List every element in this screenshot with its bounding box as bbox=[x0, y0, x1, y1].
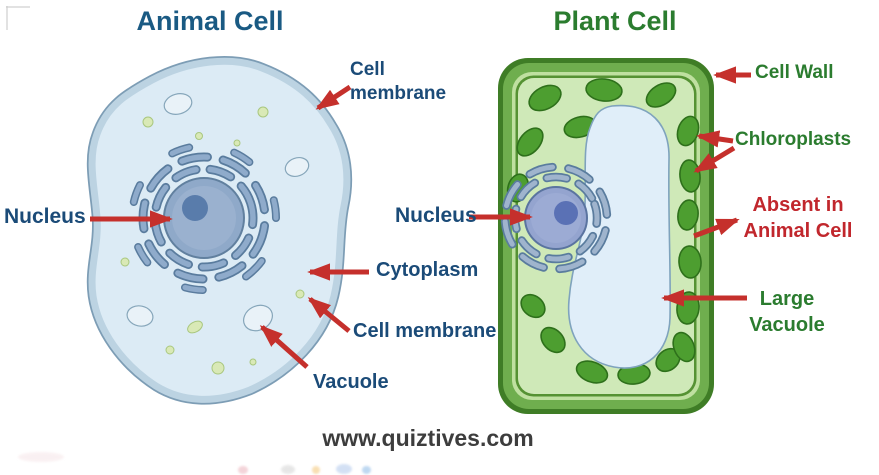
label-large-vacuole: Large Vacuole bbox=[737, 286, 837, 338]
plant-cell-drawing bbox=[498, 58, 714, 414]
plant-nucleus bbox=[524, 186, 588, 250]
label-nucleus-animal: Nucleus bbox=[4, 205, 86, 228]
label-cell-membrane-top-line2: membrane bbox=[350, 83, 447, 104]
label-cell-membrane-bottom: Cell membrane bbox=[353, 320, 497, 342]
arrow-chloroplast-1 bbox=[696, 130, 734, 148]
arrow-vacuole bbox=[259, 325, 309, 369]
label-chloroplasts: Chloroplasts bbox=[735, 129, 852, 150]
plant-endoplasmic-reticulum bbox=[500, 162, 612, 274]
plant-large-vacuole bbox=[567, 104, 672, 369]
pointer-arrows bbox=[90, 66, 751, 369]
animal-cell-drawing bbox=[86, 56, 353, 405]
label-cytoplasm: Cytoplasm bbox=[376, 259, 479, 281]
arrow-cell-membrane-bottom bbox=[307, 297, 351, 333]
animal-nucleus bbox=[163, 177, 245, 259]
label-nucleus-plant: Nucleus bbox=[395, 204, 477, 227]
arrow-cell-membrane-top bbox=[315, 84, 352, 111]
arrow-chloroplast-2 bbox=[693, 145, 736, 174]
label-absent-in-animal-cell: Absent in Animal Cell bbox=[738, 192, 858, 244]
label-large-vacuole-line1: Large bbox=[759, 288, 815, 310]
animal-cell-title: Animal Cell bbox=[136, 6, 284, 36]
crop-corner-mark-h bbox=[6, 6, 30, 8]
animal-endoplasmic-reticulum bbox=[128, 142, 280, 294]
animal-vesicles bbox=[126, 93, 310, 332]
website-text: www.quiztives.com bbox=[322, 425, 534, 451]
animal-nucleolus bbox=[182, 195, 208, 221]
label-cell-membrane-top: Cell membrane bbox=[350, 58, 446, 106]
label-absent-line1: Absent in bbox=[752, 194, 844, 216]
plant-nucleolus bbox=[554, 201, 578, 225]
label-large-vacuole-line2: Vacuole bbox=[749, 314, 825, 336]
plant-cell-title: Plant Cell bbox=[553, 6, 677, 36]
crop-corner-mark-v bbox=[6, 6, 8, 30]
label-absent-line2: Animal Cell bbox=[743, 220, 853, 242]
label-cell-wall: Cell Wall bbox=[755, 62, 834, 83]
label-vacuole: Vacuole bbox=[313, 371, 389, 393]
arrow-absent-in-animal-cell bbox=[693, 217, 740, 239]
label-cell-membrane-top-line1: Cell bbox=[350, 59, 385, 80]
animal-granules bbox=[120, 106, 305, 375]
